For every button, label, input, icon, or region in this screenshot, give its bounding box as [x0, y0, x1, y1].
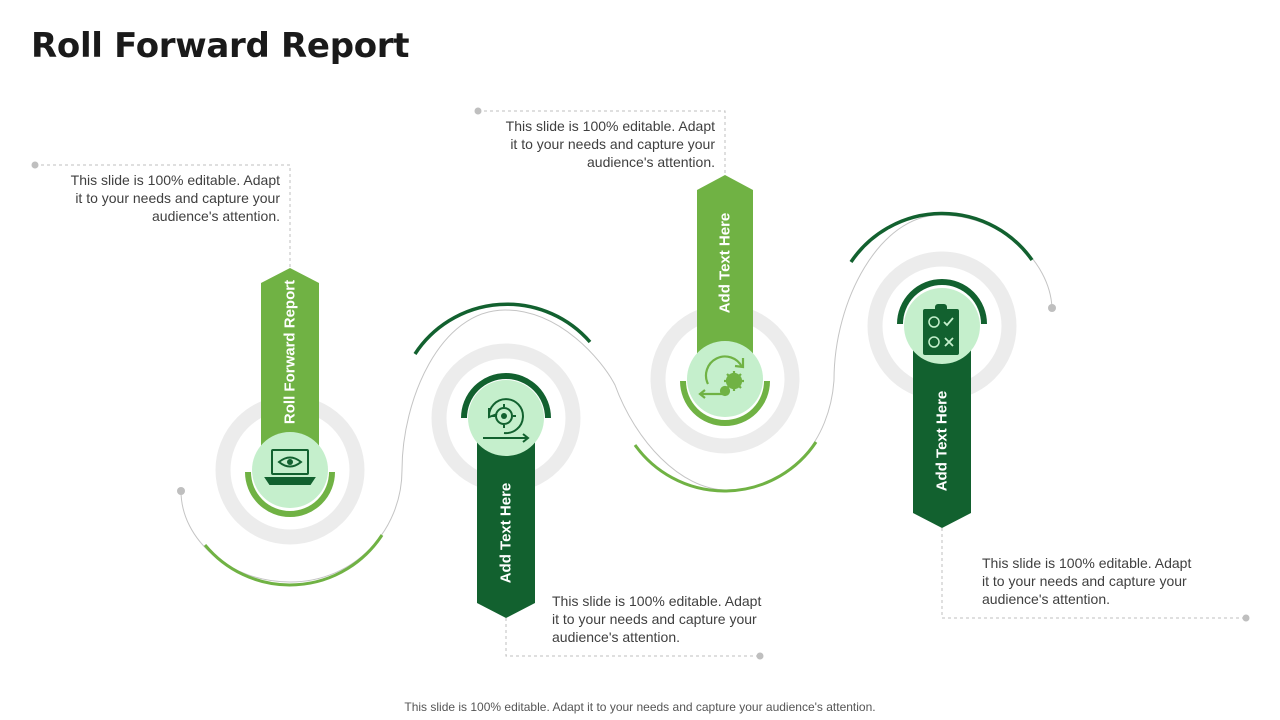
- step-3-icon-circle: [687, 341, 763, 417]
- step-1-tag: [261, 268, 319, 455]
- callout-dot-1: [31, 161, 39, 169]
- step-2-note-line: it to your needs and capture your: [552, 611, 757, 627]
- step-1-label: Roll Forward Report: [282, 280, 299, 424]
- step-2-arc: [461, 373, 551, 419]
- laptop-eye-icon: [264, 449, 316, 485]
- step-1-arc: [245, 471, 335, 517]
- step-4-note-line: This slide is 100% editable. Adapt: [982, 555, 1192, 571]
- page-title: Roll Forward Report: [31, 26, 410, 66]
- step-2-note-line: This slide is 100% editable. Adapt: [552, 593, 762, 609]
- wave-end-dot-right: [1048, 304, 1056, 312]
- callout-line-3: [478, 110, 726, 175]
- step-4-note-line: audience's attention.: [982, 591, 1110, 607]
- step-4-arc: [897, 279, 987, 325]
- arc-accent-4: [849, 211, 1034, 263]
- arc-accent-2: [413, 302, 592, 355]
- callout-line-4: [941, 528, 1246, 619]
- step-4-note: This slide is 100% editable. Adapt it to…: [982, 554, 1222, 608]
- step-2: Add Text Here: [431, 343, 581, 618]
- step-2-note: This slide is 100% editable. Adapt it to…: [552, 592, 792, 646]
- gear-cycle-icon: [483, 398, 530, 443]
- step-2-note-line: audience's attention.: [552, 629, 680, 645]
- step-3-note-line: it to your needs and capture your: [510, 136, 715, 152]
- step-3-arc: [680, 380, 770, 426]
- callout-line-1: [35, 164, 291, 268]
- step-3-note-line: This slide is 100% editable. Adapt: [505, 118, 715, 134]
- step-4-tag: [913, 345, 971, 528]
- checklist-icon: [923, 304, 959, 355]
- step-1-note-line: it to your needs and capture your: [75, 190, 280, 206]
- step-3-note: This slide is 100% editable. Adapt it to…: [475, 117, 715, 171]
- step-2-label: Add Text Here: [498, 483, 515, 584]
- step-4-note-line: it to your needs and capture your: [982, 573, 1187, 589]
- gear-refresh-icon: [698, 355, 745, 399]
- callout-dot-3: [474, 107, 482, 115]
- step-4: Add Text Here: [867, 251, 1017, 528]
- step-1: Roll Forward Report: [215, 268, 365, 545]
- callout-dot-4: [1242, 614, 1250, 622]
- arc-accent-1: [203, 534, 384, 587]
- step-1-icon-circle: [252, 432, 328, 508]
- step-1-note-line: This slide is 100% editable. Adapt: [70, 172, 280, 188]
- step-1-note-line: audience's attention.: [152, 208, 280, 224]
- step-3-label: Add Text Here: [717, 213, 734, 314]
- step-4-label: Add Text Here: [934, 391, 951, 492]
- step-3: Add Text Here: [650, 175, 800, 454]
- step-3-note-line: audience's attention.: [587, 154, 715, 170]
- callout-dot-2: [756, 652, 764, 660]
- wave-end-dot-left: [177, 487, 185, 495]
- step-3-tag: [697, 175, 753, 360]
- arc-accent-3: [633, 441, 818, 493]
- wave-connector: [180, 214, 1053, 583]
- callout-line-2: [505, 618, 760, 657]
- step-2-tag: [477, 440, 535, 618]
- step-1-note: This slide is 100% editable. Adapt it to…: [40, 171, 280, 225]
- footer-note: This slide is 100% editable. Adapt it to…: [404, 700, 876, 714]
